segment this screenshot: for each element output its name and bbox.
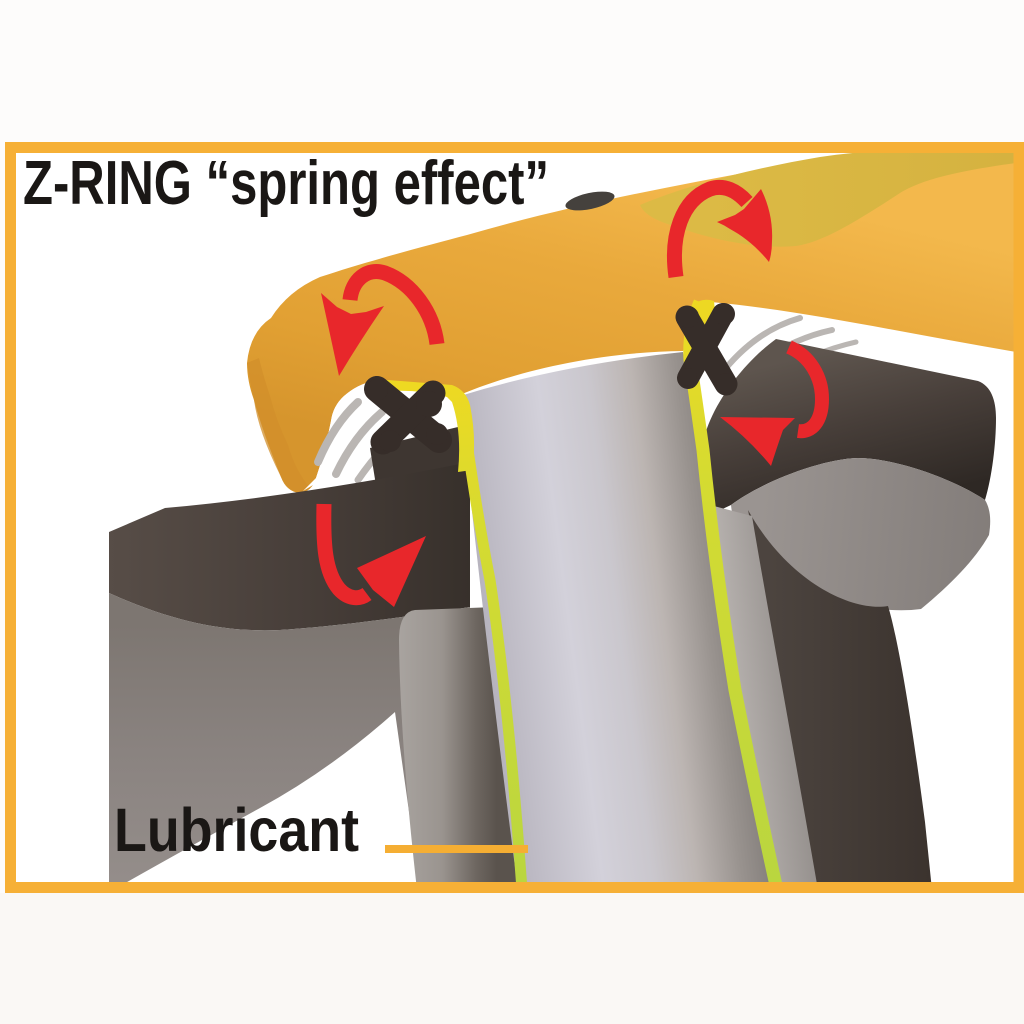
svg-text:Z-RING “spring effect”: Z-RING “spring effect” — [23, 149, 549, 218]
svg-text:Lubricant: Lubricant — [114, 796, 359, 864]
